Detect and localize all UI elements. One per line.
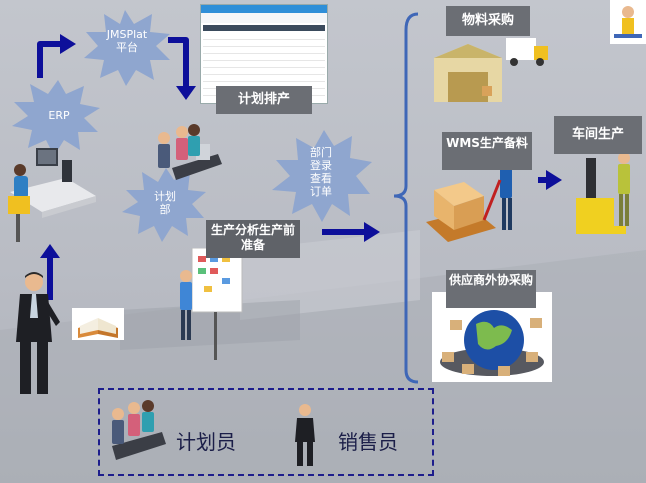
supplier-globe-illustration	[440, 310, 544, 376]
material-purchase-label: 物料采购	[446, 6, 530, 36]
plan-schedule-label: 计划排产	[216, 86, 312, 114]
arrow-jmsplat-to-schedule	[168, 37, 189, 88]
legend-box	[98, 388, 434, 476]
prod-analysis-label: 生产分析生产前准备	[206, 220, 300, 258]
erp-computer-illustration	[8, 148, 96, 242]
arrow-erp-to-jmsplat	[37, 41, 62, 78]
corner-person-illustration	[610, 0, 646, 44]
dept-view-burst	[272, 130, 372, 222]
purchase-warehouse-illustration	[434, 38, 548, 102]
plan-dept-label: 计划部	[154, 190, 176, 216]
grouping-brace	[393, 12, 419, 384]
erp-label: ERP	[48, 109, 70, 122]
order-book-icon	[72, 308, 124, 340]
legend-planner-icon	[112, 400, 166, 460]
legend-sales-icon	[295, 404, 315, 466]
wms-label: WMS生产备料	[442, 132, 532, 170]
plan-dept-burst	[122, 168, 206, 242]
workshop-machine-illustration	[576, 152, 630, 234]
dept-view-label: 部门登录查看订单	[310, 146, 332, 198]
sales-person-illustration	[16, 272, 60, 394]
legend-sales-label: 销售员	[338, 430, 398, 454]
jmsplat-burst	[84, 10, 170, 86]
analysis-board-illustration	[180, 248, 243, 360]
supplier-label: 供应商外协采购	[446, 270, 536, 308]
workshop-label: 车间生产	[554, 116, 642, 154]
legend-planner-label: 计划员	[176, 430, 236, 454]
planning-team-illustration	[158, 124, 222, 180]
jmsplat-label: JMSPlat平台	[106, 28, 148, 54]
erp-burst	[12, 80, 100, 156]
